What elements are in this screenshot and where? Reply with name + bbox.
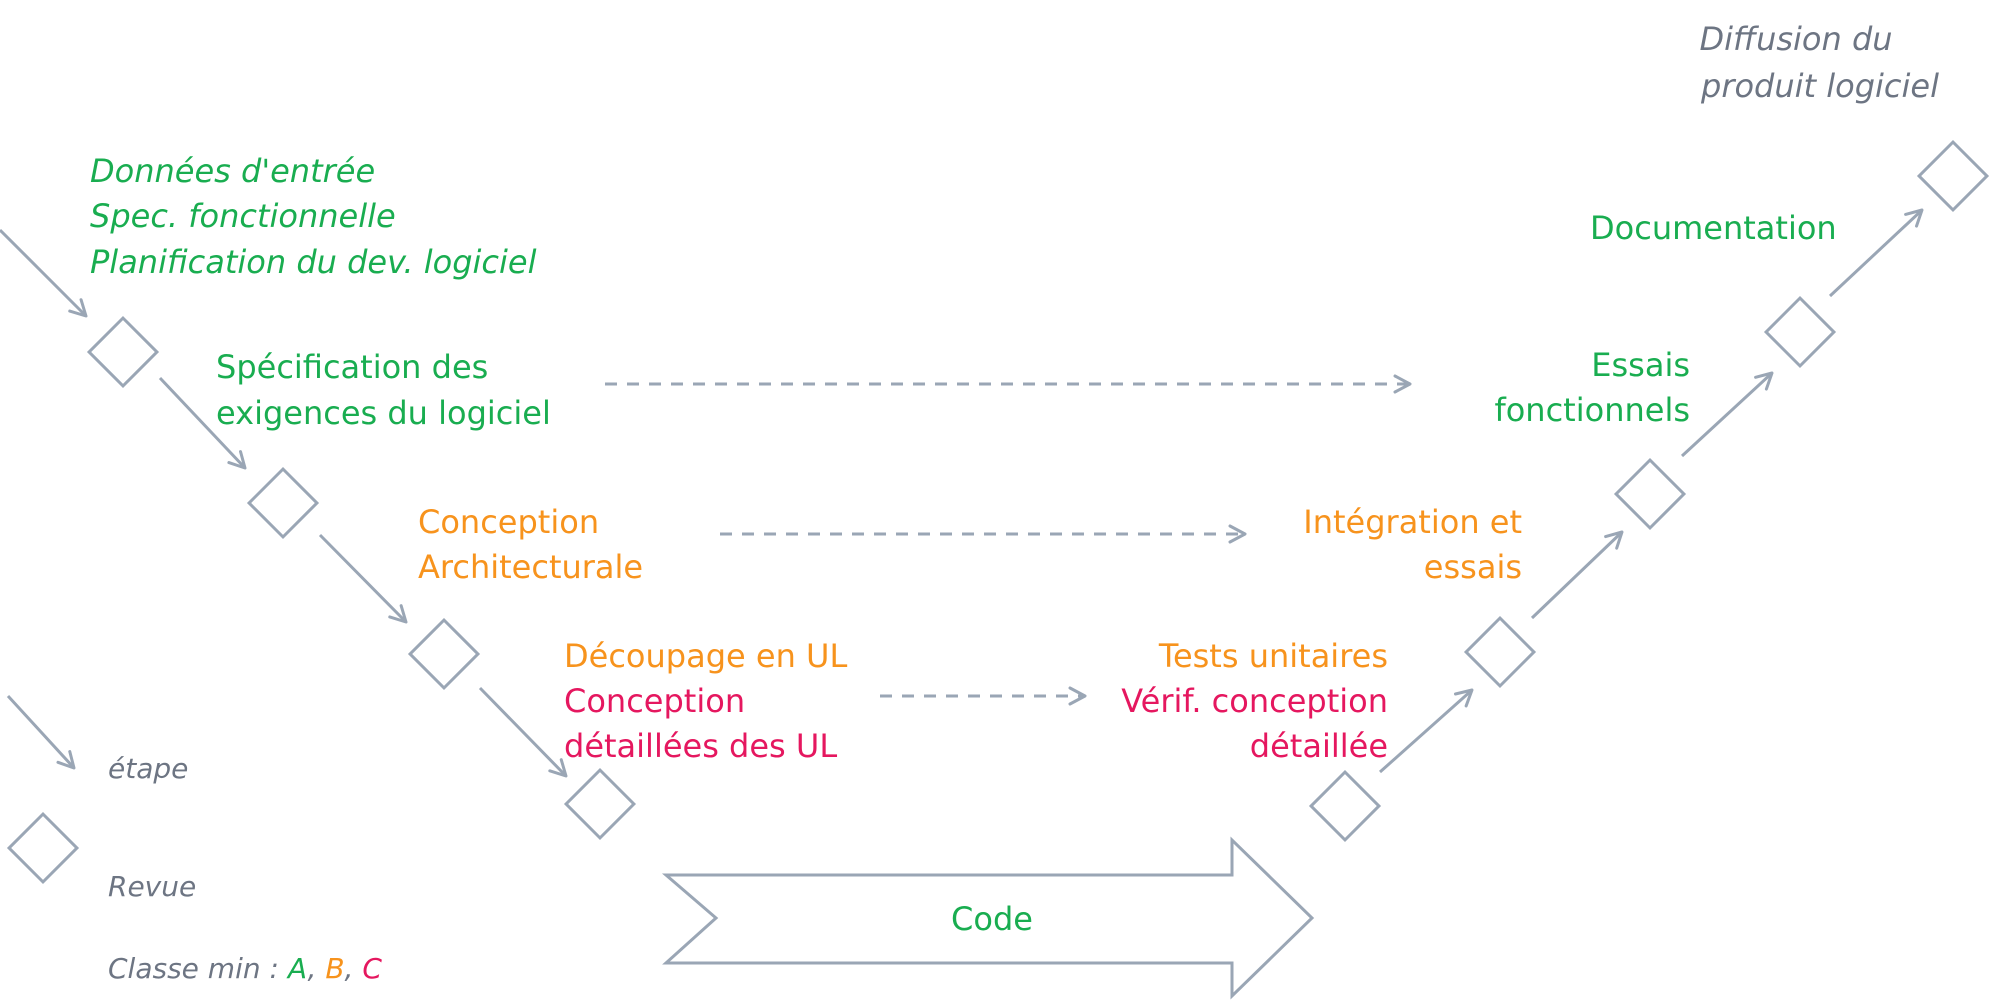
legend-class-line: Classe min : A, B, C	[108, 952, 382, 985]
step-arrow-archi	[318, 533, 408, 624]
integration-label: Intégration et essais	[1303, 503, 1522, 586]
step-arrow-integration	[1530, 530, 1624, 620]
legend-class-a: A	[286, 952, 308, 985]
architecture-line-1: Conception	[418, 503, 599, 541]
unit-tests-label: Tests unitaires Vérif. conception détail…	[1121, 637, 1388, 765]
step-arrow-spec	[158, 376, 247, 470]
release-line-2: produit logiciel	[1700, 67, 1939, 105]
legend-step-arrow	[6, 694, 76, 770]
architecture-line-2: Architecturale	[418, 548, 643, 586]
review-diamond-detail	[563, 767, 637, 841]
input-data-line-3: Planification du dev. logiciel	[90, 243, 537, 281]
spec-requirements-line-1: Spécification des	[216, 348, 488, 386]
input-data-block: Données d'entrée Spec. fonctionnelle Pla…	[90, 152, 537, 281]
code-label: Code	[951, 900, 1033, 938]
review-diamond-documentation	[1763, 295, 1837, 369]
legend-class-sep-1: ,	[308, 952, 326, 985]
detailed-design-line-2: Conception	[564, 682, 745, 720]
release-line-1: Diffusion du	[1699, 20, 1892, 58]
integration-line-1: Intégration et	[1303, 503, 1522, 541]
spec-requirements-line-2: exigences du logiciel	[216, 394, 551, 432]
review-diamond-unit	[1308, 769, 1382, 843]
architecture-label: Conception Architecturale	[418, 503, 643, 586]
unit-tests-line-1: Tests unitaires	[1158, 637, 1388, 675]
review-diamond-input	[86, 315, 160, 389]
step-arrow-documentation	[1828, 208, 1924, 298]
detailed-design-label: Découpage en UL Conception détaillées de…	[564, 637, 847, 765]
functional-tests-line-1: Essais	[1591, 346, 1690, 384]
step-arrow-detail	[478, 686, 568, 778]
documentation-label: Documentation	[1590, 209, 1837, 247]
unit-tests-line-3: détaillée	[1250, 727, 1388, 765]
review-diamond-archi	[407, 617, 481, 691]
review-diamond-release	[1916, 139, 1990, 213]
release-block: Diffusion du produit logiciel	[1699, 20, 1939, 105]
legend-class-b: B	[325, 952, 344, 985]
detailed-design-line-3: détaillées des UL	[564, 727, 837, 765]
detailed-design-line-1: Découpage en UL	[564, 637, 847, 675]
legend-review-diamond	[6, 811, 80, 885]
review-diamond-spec	[246, 466, 320, 540]
integration-line-2: essais	[1424, 548, 1522, 586]
review-diamond-integration	[1463, 615, 1537, 689]
step-arrow-functional	[1680, 371, 1774, 458]
legend-class-prefix: Classe min :	[108, 952, 288, 985]
legend-class-c: C	[362, 952, 382, 985]
unit-tests-line-2: Vérif. conception	[1121, 682, 1388, 720]
input-data-line-2: Spec. fonctionnelle	[90, 197, 396, 235]
step-arrow-input	[0, 228, 88, 318]
functional-tests-line-2: fonctionnels	[1494, 391, 1690, 429]
review-diamond-functional	[1613, 457, 1687, 531]
input-data-line-1: Données d'entrée	[90, 152, 375, 190]
step-arrow-unit	[1379, 688, 1474, 774]
code-arrow-shape	[661, 836, 1315, 1000]
spec-requirements-label: Spécification des exigences du logiciel	[216, 348, 551, 432]
legend-review-label: Revue	[108, 870, 196, 903]
functional-tests-label: Essais fonctionnels	[1494, 346, 1690, 429]
legend-class-sep-2: ,	[345, 952, 363, 985]
legend-step-label: étape	[108, 752, 188, 785]
